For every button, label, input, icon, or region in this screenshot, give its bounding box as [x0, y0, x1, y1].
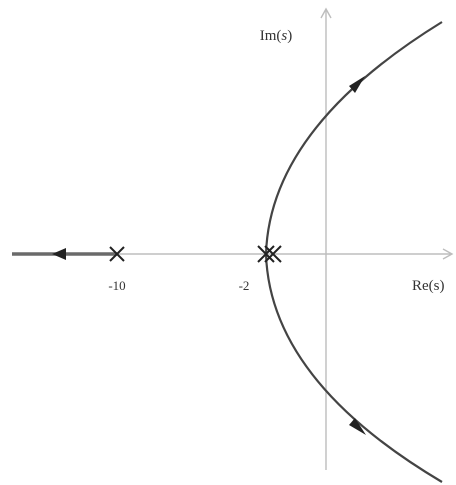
- real-axis-label: Re(s): [412, 278, 445, 294]
- upper-branch: [264, 21, 443, 255]
- real-axis-arrow: [442, 248, 454, 260]
- lower-branch: [264, 253, 443, 483]
- tick-minus-2: -2: [239, 278, 250, 293]
- lower-branch-arrow: [349, 418, 366, 435]
- tick-minus-10: -10: [108, 278, 125, 293]
- upper-branch-arrow: [349, 76, 365, 93]
- real-branch-arrow: [52, 248, 66, 260]
- imaginary-axis-label: Im(s): [260, 28, 293, 44]
- imaginary-axis-arrow: [320, 7, 332, 19]
- pole-at-minus-10: [109, 246, 125, 262]
- pole-at-minus-2-b: [264, 245, 282, 263]
- pole-at-minus-2-a: [257, 245, 275, 263]
